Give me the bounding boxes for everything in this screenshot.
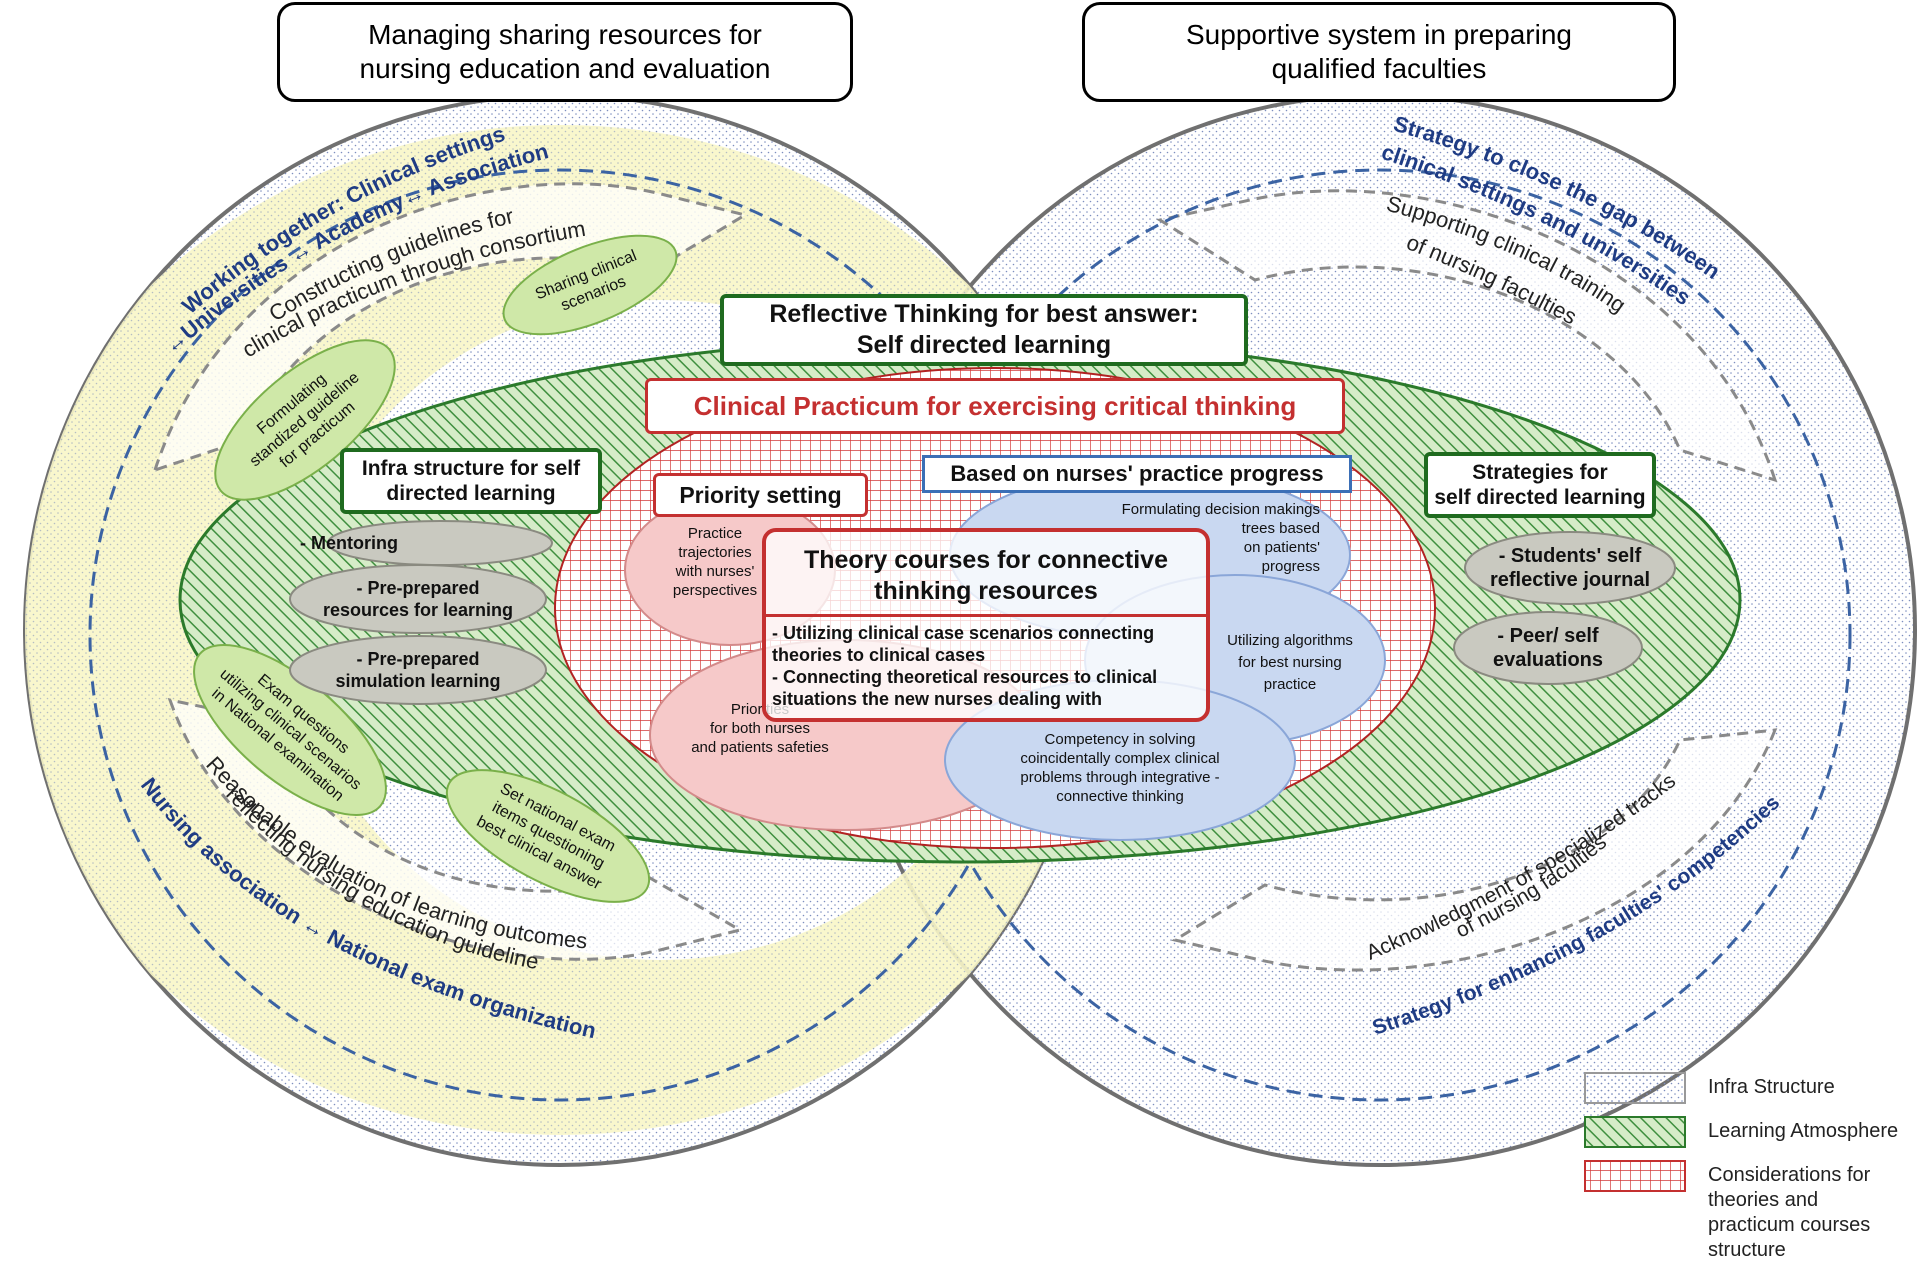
title-right: Supportive system in preparing qualified…: [1082, 2, 1676, 102]
clinical-practicum-box: Clinical Practicum for exercising critic…: [645, 378, 1345, 434]
legend-label-infra: Infra Structure: [1708, 1076, 1835, 1098]
theory-point-1: - Utilizing clinical case scenarios conn…: [772, 623, 1155, 665]
gray-pill-peer: - Peer/ self evaluations: [1492, 625, 1604, 671]
theory-point-2: - Connecting theoretical resources to cl…: [772, 667, 1158, 709]
theory-points: - Utilizing clinical case scenarios conn…: [772, 622, 1208, 710]
gray-pill-journal: - Students' self reflective journal: [1489, 545, 1651, 591]
legend-label-learning: Learning Atmosphere: [1708, 1120, 1899, 1142]
title-left: Managing sharing resources for nursing e…: [277, 2, 853, 102]
green-pill-sharing-shape: [502, 234, 678, 336]
oval-text-competency: Competency in solving coincidentally com…: [1020, 731, 1220, 805]
green-pill-set-national-shape: [445, 769, 651, 903]
theory-courses-title: Theory courses for connective thinking r…: [803, 546, 1168, 605]
based-on-practice-box: Based on nurses' practice progress: [922, 455, 1352, 493]
gray-pill-simulation: - Pre-prepared simulation learning: [335, 649, 501, 691]
dashed-arrow-upper-right: [1156, 189, 1778, 483]
dashed-arrow-lower-right: [1171, 728, 1778, 972]
legend-label-considerations: Considerations for theories and practicu…: [1708, 1164, 1871, 1261]
theory-courses-box: Theory courses for connective thinking r…: [762, 528, 1210, 722]
green-pill-formulating-shape: [214, 339, 396, 501]
gray-pill-resources-shape: [289, 564, 547, 634]
gray-pill-peer-shape: [1453, 611, 1643, 685]
strategies-box: Strategies for self directed learning: [1424, 452, 1656, 518]
oval-text-algorithms: Utilizing algorithms for best nursing pr…: [1227, 632, 1353, 693]
gray-pill-resources: - Pre-prepared resources for learning: [322, 578, 514, 620]
oval-text-trajectories: Practice trajectories with nurses' persp…: [672, 525, 758, 599]
right-blue-dashed-circle: [908, 168, 1852, 1102]
priority-setting-box: Priority setting: [653, 473, 868, 517]
legend-swatch-considerations: [1584, 1160, 1686, 1192]
infra-structure-box: Infra structure for self directed learni…: [340, 448, 602, 514]
gray-pill-mentoring: - Mentoring: [300, 533, 398, 553]
legend-swatch-infra: [1584, 1072, 1686, 1104]
legend-swatch-learning: [1584, 1116, 1686, 1148]
gray-pill-journal-shape: [1464, 531, 1676, 605]
reflective-thinking-box: Reflective Thinking for best answer: Sel…: [720, 294, 1248, 366]
theory-divider: [766, 614, 1206, 617]
gray-pill-simulation-shape: [289, 635, 547, 705]
oval-text-decision-trees: Formulating decision makings trees based…: [1121, 501, 1320, 575]
